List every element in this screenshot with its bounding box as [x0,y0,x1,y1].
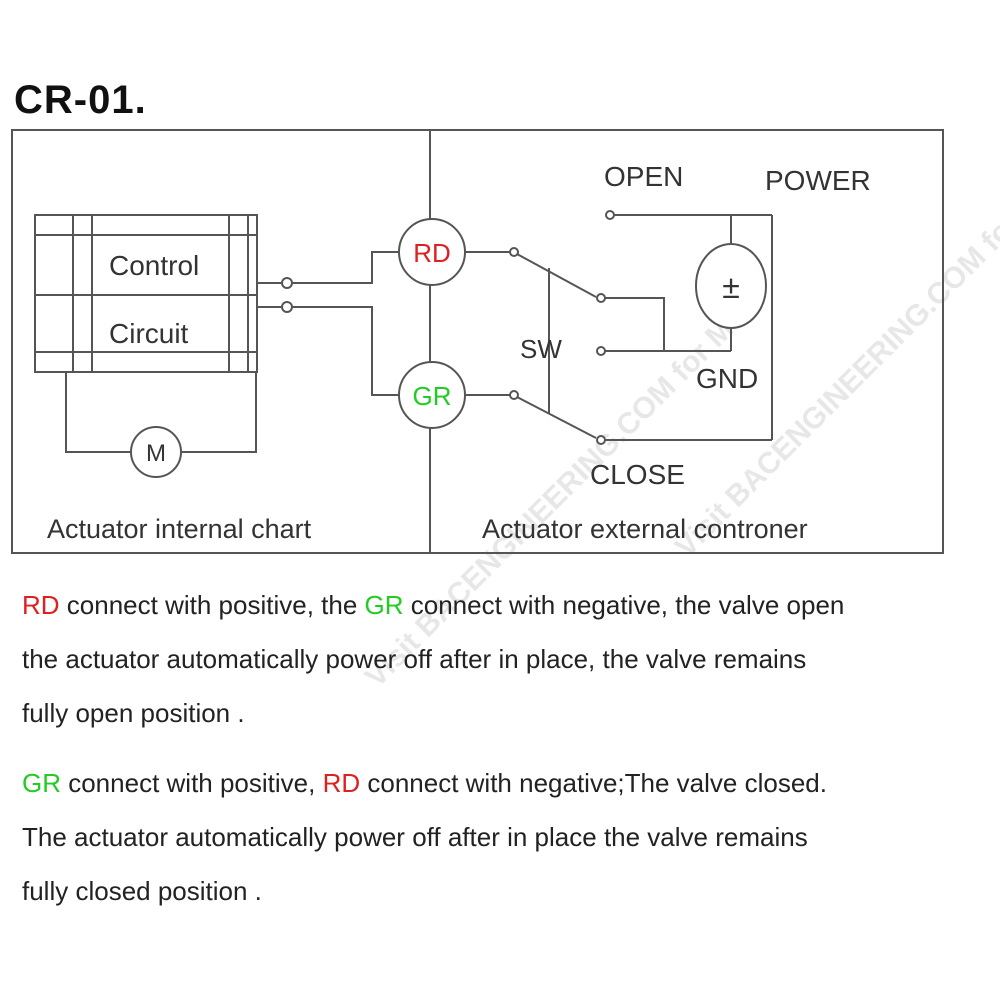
rd-inline: RD [322,768,361,798]
gr-inline: GR [22,768,61,798]
text-span: connect with positive, the [59,590,365,620]
sw-label: SW [520,334,562,364]
plus-minus-symbol: ± [722,269,740,305]
close-label: CLOSE [590,459,685,490]
internal-caption: Actuator internal chart [47,514,312,544]
motor-symbol [130,426,182,478]
switch-blade-bottom [516,396,597,439]
open-label: OPEN [604,161,683,192]
circuit-label: Circuit [109,318,189,349]
gr-inline: GR [364,590,404,620]
text-span: connect with positive, [61,768,323,798]
text-span: connect with negative, the valve open [403,590,845,620]
paragraph-close-line2: The actuator automatically power off aft… [22,822,808,852]
paragraph-close-line3: fully closed position . [22,876,262,906]
diagram-frame [11,129,944,554]
terminal-gr [281,301,293,313]
terminal-rd [281,277,293,289]
external-caption: Actuator external controner [482,514,808,544]
paragraph-open-line1: RD connect with positive, the GR connect… [22,578,844,632]
rd-label: RD [413,238,451,268]
switch-blade-top [516,253,597,298]
paragraph-close: GR connect with positive, RD connect wit… [22,756,827,918]
motor-label: M [146,440,166,467]
paragraph-close-line1: GR connect with positive, RD connect wit… [22,756,827,810]
paragraph-open-line2: the actuator automatically power off aft… [22,644,807,674]
rd-inline: RD [22,590,60,620]
text-span: connect with negative;The valve closed. [360,768,827,798]
page-title: CR-01. [14,78,147,122]
control-label: Control [109,250,199,281]
paragraph-open: RD connect with positive, the GR connect… [22,578,844,740]
gr-label: GR [413,381,452,411]
actuator-body [34,214,258,373]
paragraph-open-line3: fully open position . [22,698,245,728]
power-label: POWER [765,165,871,196]
gnd-label: GND [696,363,758,394]
wiring-diagram: Control Circuit M RD GR SW OPEN POWER GN… [11,129,944,554]
